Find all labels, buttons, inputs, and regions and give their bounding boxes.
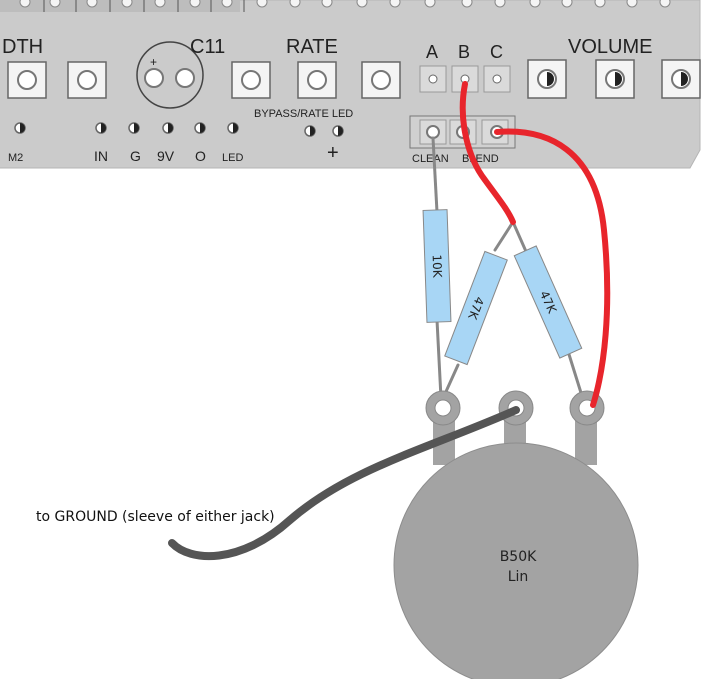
label-c11: C11	[190, 36, 225, 58]
square-pads	[7, 59, 701, 99]
label-clean: CLEAN	[412, 153, 449, 165]
label-c11-plus: +	[150, 55, 157, 69]
red-wires	[459, 81, 611, 408]
ground-annotation: to GROUND (sleeve of either jack)	[36, 509, 275, 525]
label-plus: +	[327, 142, 339, 164]
resistor-10k: 10K	[422, 209, 452, 323]
label-m2: M2	[8, 152, 23, 164]
label-depth: DTH	[2, 36, 43, 58]
label-o: O	[195, 148, 206, 164]
b50k-potentiometer: B50K Lin	[393, 442, 639, 679]
pot-taper-label: Lin	[508, 569, 529, 585]
label-b: B	[458, 42, 470, 62]
label-9v: 9V	[157, 148, 175, 164]
resistor-47k-right: 47K	[513, 245, 583, 359]
label-led: LED	[222, 152, 243, 164]
label-c: C	[490, 42, 503, 62]
ground-wire	[168, 406, 520, 561]
pot-value-label: B50K	[500, 549, 537, 565]
label-volume: VOLUME	[568, 36, 652, 58]
resistor-47k-left: 47K	[444, 250, 508, 366]
wire-blend-to-pot-lug	[494, 128, 611, 408]
resistor-10k-label: 10K	[430, 254, 445, 279]
label-a: A	[426, 42, 438, 62]
c11-capacitor	[136, 41, 204, 109]
header-pads	[0, 0, 671, 12]
label-g: G	[130, 148, 141, 164]
wire-b-to-junction	[459, 81, 516, 225]
label-blend: BLEND	[462, 153, 499, 165]
label-rate: RATE	[286, 36, 338, 58]
pcb-board: DTH C11 + RATE A B C VOLUME BYPASS/RATE …	[0, 0, 701, 169]
pcb-labels: DTH C11 + RATE A B C VOLUME BYPASS/RATE …	[2, 36, 652, 165]
label-in: IN	[94, 148, 108, 164]
label-bypass-rate-led: BYPASS/RATE LED	[254, 108, 353, 120]
